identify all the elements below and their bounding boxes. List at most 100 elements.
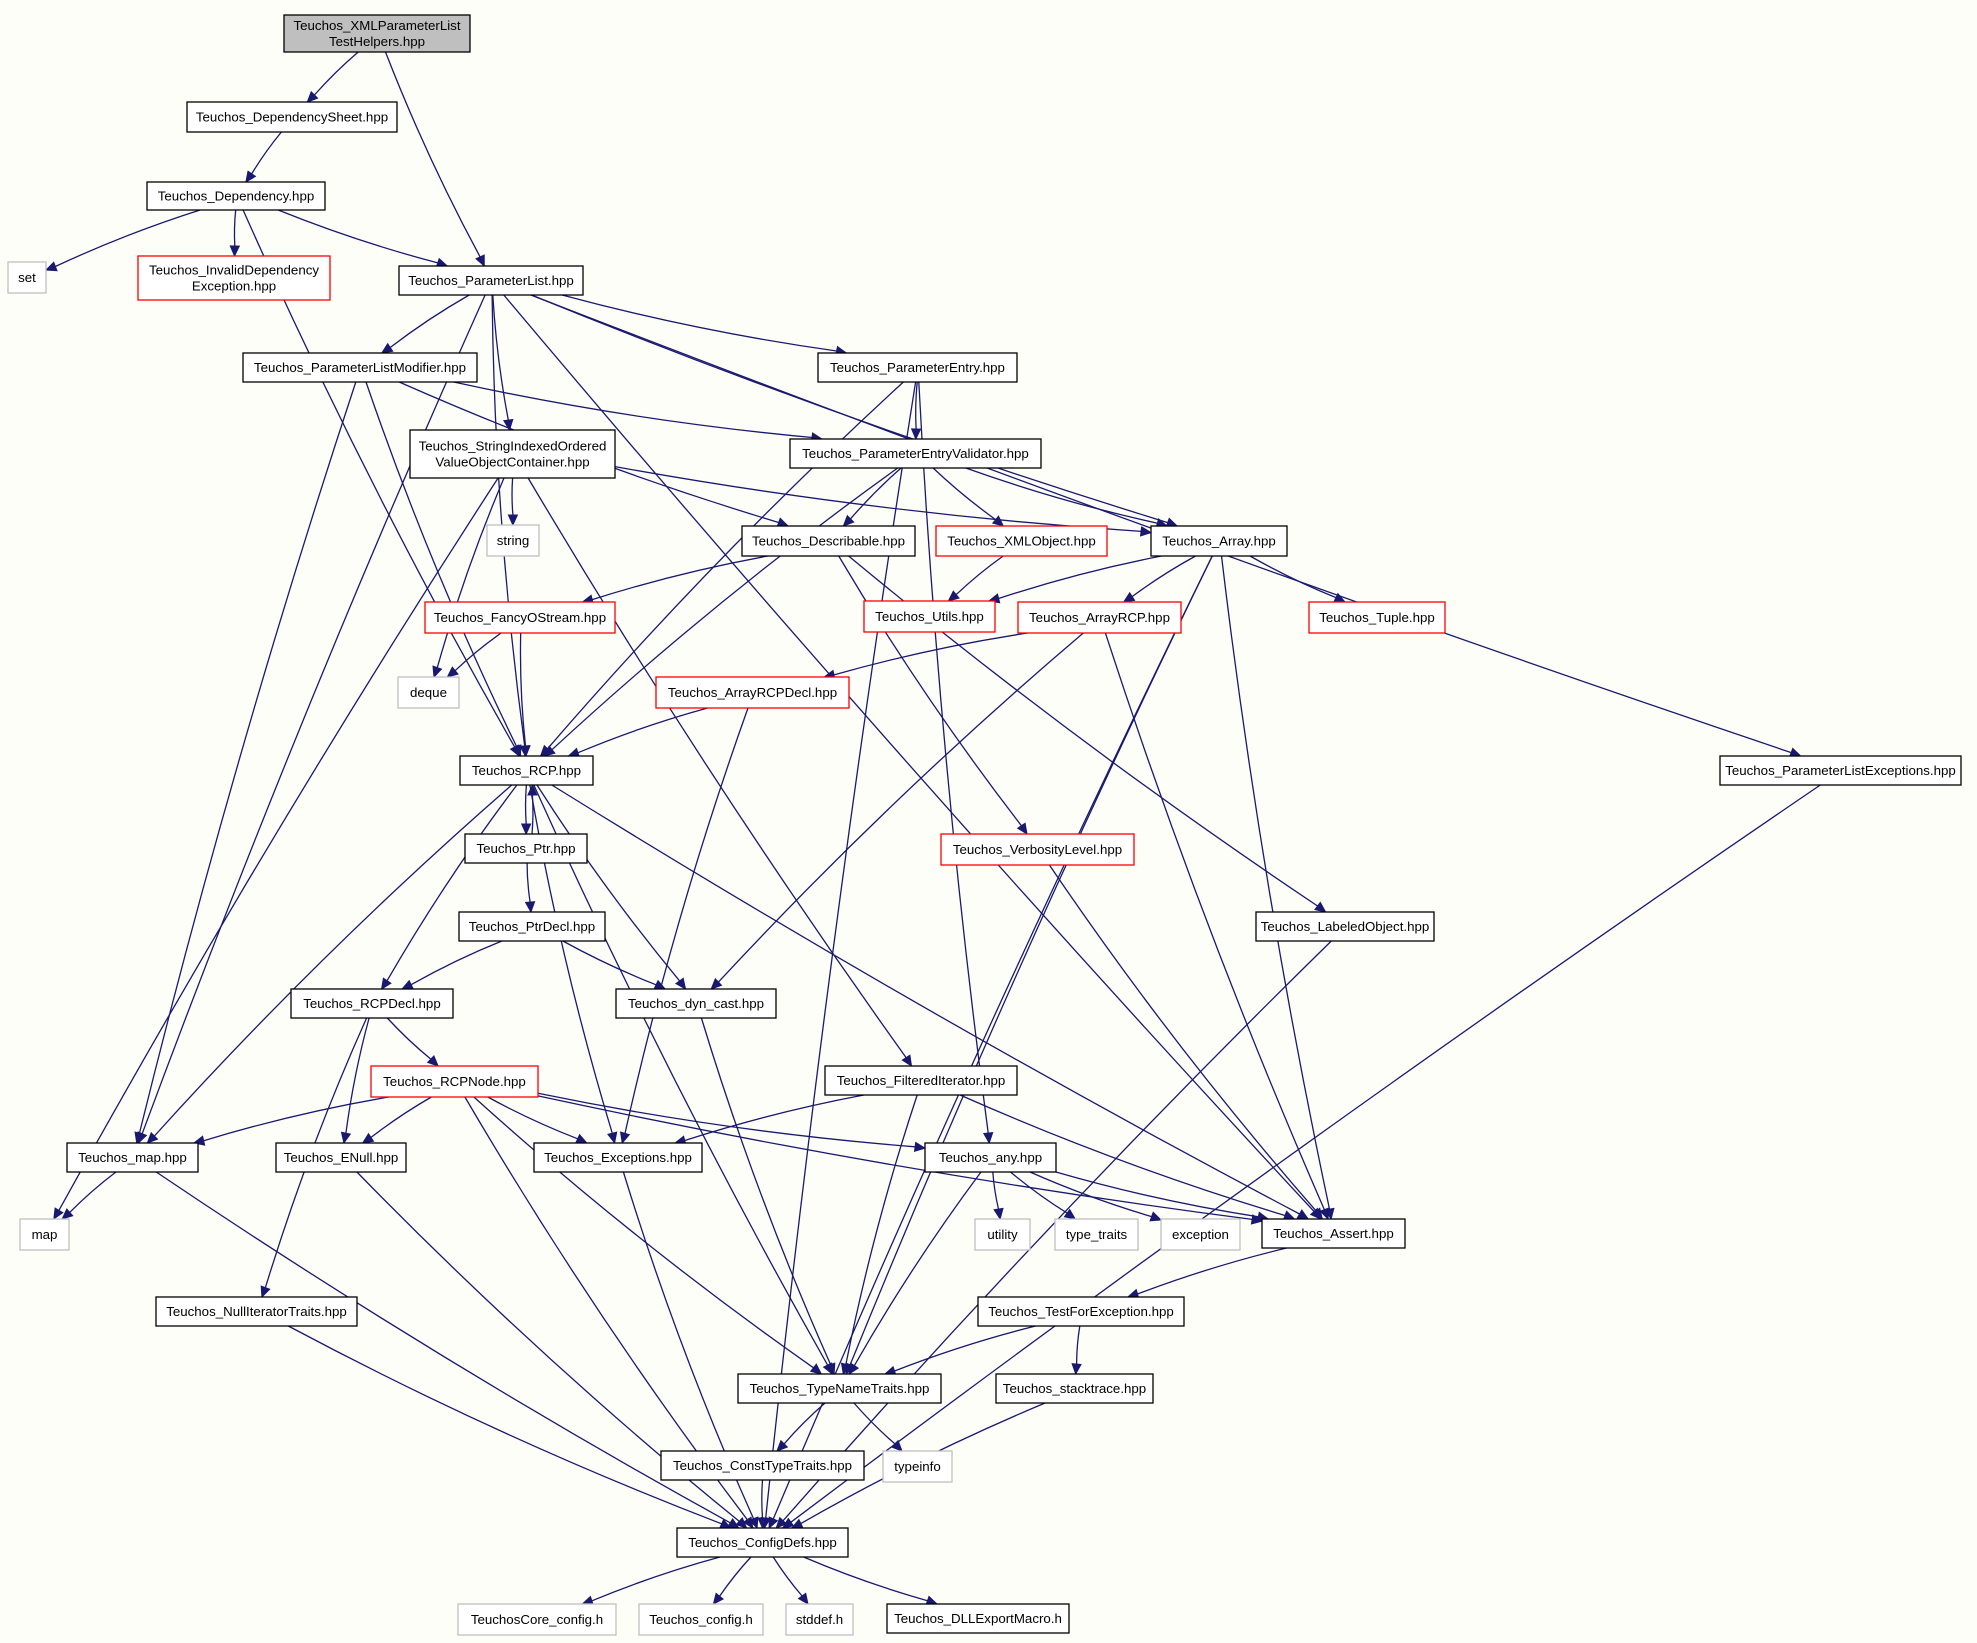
node-stack[interactable]: Teuchos_stacktrace.hpp	[995, 1373, 1154, 1404]
node-assert[interactable]: Teuchos_Assert.hpp	[1261, 1218, 1406, 1249]
node-box	[7, 261, 47, 294]
node-exception: exception	[1160, 1218, 1241, 1251]
node-ptr[interactable]: Teuchos_Ptr.hpp	[464, 833, 588, 864]
edge-pev-to-xmlobj	[932, 467, 1005, 527]
node-box	[66, 1142, 199, 1173]
node-box	[737, 1373, 942, 1404]
node-label: ValueObjectContainer.hpp	[435, 455, 589, 470]
edge-rcp-to-exc	[529, 784, 618, 1145]
node-pentry[interactable]: Teuchos_ParameterEntry.hpp	[817, 352, 1018, 383]
node-consttt[interactable]: Teuchos_ConstTypeTraits.hpp	[660, 1450, 865, 1481]
node-configdefs[interactable]: Teuchos_ConfigDefs.hpp	[676, 1527, 849, 1558]
node-label: Teuchos_VerbosityLevel.hpp	[953, 842, 1122, 857]
node-plmod[interactable]: Teuchos_ParameterListModifier.hpp	[242, 352, 478, 383]
edge-line	[141, 294, 486, 1134]
node-exc[interactable]: Teuchos_Exceptions.hpp	[533, 1142, 703, 1173]
arrowhead-icon	[776, 1439, 789, 1452]
edge-line	[503, 294, 1315, 1212]
node-plexc[interactable]: Teuchos_ParameterListExceptions.hpp	[1719, 755, 1962, 786]
node-dyncast[interactable]: Teuchos_dyn_cast.hpp	[615, 988, 777, 1019]
node-box	[1255, 911, 1435, 942]
edge-line	[894, 1325, 1036, 1372]
node-pev[interactable]: Teuchos_ParameterEntryValidator.hpp	[789, 438, 1042, 469]
edge-line	[562, 940, 657, 986]
node-box	[464, 833, 588, 864]
arrowhead-icon	[520, 823, 532, 836]
node-siovoc[interactable]: Teuchos_StringIndexedOrderedValueObjectC…	[409, 429, 616, 479]
node-box	[676, 1527, 849, 1558]
edge-siovoc-to-filtit	[527, 477, 913, 1068]
edge-rcpdecl-to-rcpnode	[386, 1017, 439, 1067]
node-filtit[interactable]: Teuchos_FilteredIterator.hpp	[824, 1065, 1018, 1096]
node-typetraits: type_traits	[1054, 1218, 1139, 1251]
node-typename[interactable]: Teuchos_TypeNameTraits.hpp	[737, 1373, 942, 1404]
edge-line	[833, 632, 1028, 676]
node-describ[interactable]: Teuchos_Describable.hpp	[741, 525, 916, 557]
node-map_hpp[interactable]: Teuchos_map.hpp	[66, 1142, 199, 1173]
edge-any-to-exception	[1029, 1171, 1163, 1222]
edge-plist-to-pentry	[561, 294, 848, 357]
node-labeled[interactable]: Teuchos_LabeledObject.hpp	[1255, 911, 1435, 942]
node-xmlobj[interactable]: Teuchos_XMLObject.hpp	[935, 525, 1108, 557]
node-label: Teuchos_ParameterEntryValidator.hpp	[802, 446, 1029, 461]
node-label: Teuchos_stacktrace.hpp	[1003, 1381, 1146, 1396]
arrowhead-icon	[757, 1517, 768, 1530]
edge-line	[58, 477, 499, 1211]
edge-line	[55, 209, 201, 268]
edge-line	[233, 209, 237, 247]
node-nullit[interactable]: Teuchos_NullIteratorTraits.hpp	[155, 1296, 358, 1327]
edge-rcpnode-to-assert	[537, 1095, 1264, 1225]
arrowhead-icon	[982, 1132, 994, 1145]
arrowhead-icon	[768, 1516, 779, 1530]
arrowhead-icon	[619, 1131, 631, 1145]
node-rcp[interactable]: Teuchos_RCP.hpp	[459, 755, 594, 786]
node-dll[interactable]: Teuchos_DLLExportMacro.h	[886, 1603, 1070, 1634]
node-box	[398, 265, 584, 296]
edge-line	[519, 632, 527, 747]
edge-describ-to-verb	[838, 555, 1028, 836]
node-depsheet[interactable]: Teuchos_DependencySheet.hpp	[186, 101, 398, 133]
node-label: Teuchos_StringIndexedOrdered	[419, 439, 607, 454]
arrowhead-icon	[1296, 1209, 1310, 1220]
node-label: Teuchos_PtrDecl.hpp	[469, 919, 595, 934]
node-arcp[interactable]: Teuchos_ArrayRCP.hpp	[1017, 601, 1182, 634]
node-rcpdecl[interactable]: Teuchos_RCPDecl.hpp	[290, 988, 454, 1019]
node-enull[interactable]: Teuchos_ENull.hpp	[275, 1142, 407, 1173]
node-rcpnode[interactable]: Teuchos_RCPNode.hpp	[370, 1065, 539, 1098]
node-testexc[interactable]: Teuchos_TestForException.hpp	[977, 1296, 1185, 1327]
arrowhead-icon	[306, 90, 319, 103]
arrowhead-icon	[781, 1517, 795, 1529]
node-ptrdecl[interactable]: Teuchos_PtrDecl.hpp	[458, 911, 606, 942]
edge-configdefs-to-dll	[803, 1556, 939, 1606]
arrowhead-icon	[712, 1592, 725, 1605]
edge-line	[138, 381, 357, 1134]
node-verb[interactable]: Teuchos_VerbosityLevel.hpp	[940, 833, 1135, 866]
arrowhead-icon	[426, 1055, 439, 1067]
node-dep[interactable]: Teuchos_Dependency.hpp	[146, 181, 326, 211]
edge-any-to-typename	[848, 1171, 982, 1376]
node-fancy[interactable]: Teuchos_FancyOStream.hpp	[424, 601, 616, 634]
arrowhead-icon	[1139, 526, 1153, 537]
arrowhead-icon	[502, 418, 514, 432]
node-plist[interactable]: Teuchos_ParameterList.hpp	[398, 265, 584, 296]
node-deque: deque	[397, 676, 460, 709]
edge-line	[561, 294, 837, 352]
edge-line	[772, 1556, 803, 1597]
edge-describ-to-fancy	[581, 555, 769, 605]
node-any[interactable]: Teuchos_any.hpp	[924, 1142, 1057, 1173]
arrowhead-icon	[400, 979, 414, 990]
node-tuple[interactable]: Teuchos_Tuple.hpp	[1308, 601, 1446, 634]
node-box	[974, 1218, 1031, 1251]
node-arcpdecl[interactable]: Teuchos_ArrayRCPDecl.hpp	[655, 676, 850, 709]
arrowhead-icon	[840, 1362, 852, 1376]
arrowhead-icon	[53, 1207, 64, 1221]
node-utils[interactable]: Teuchos_Utils.hpp	[863, 600, 996, 633]
edge-pev-to-rcp	[543, 467, 899, 757]
arrowhead-icon	[260, 1285, 271, 1299]
node-box	[1308, 601, 1446, 634]
arrowhead-icon	[653, 979, 667, 990]
node-label: Teuchos_Assert.hpp	[1273, 1226, 1393, 1241]
node-array[interactable]: Teuchos_Array.hpp	[1150, 525, 1288, 557]
